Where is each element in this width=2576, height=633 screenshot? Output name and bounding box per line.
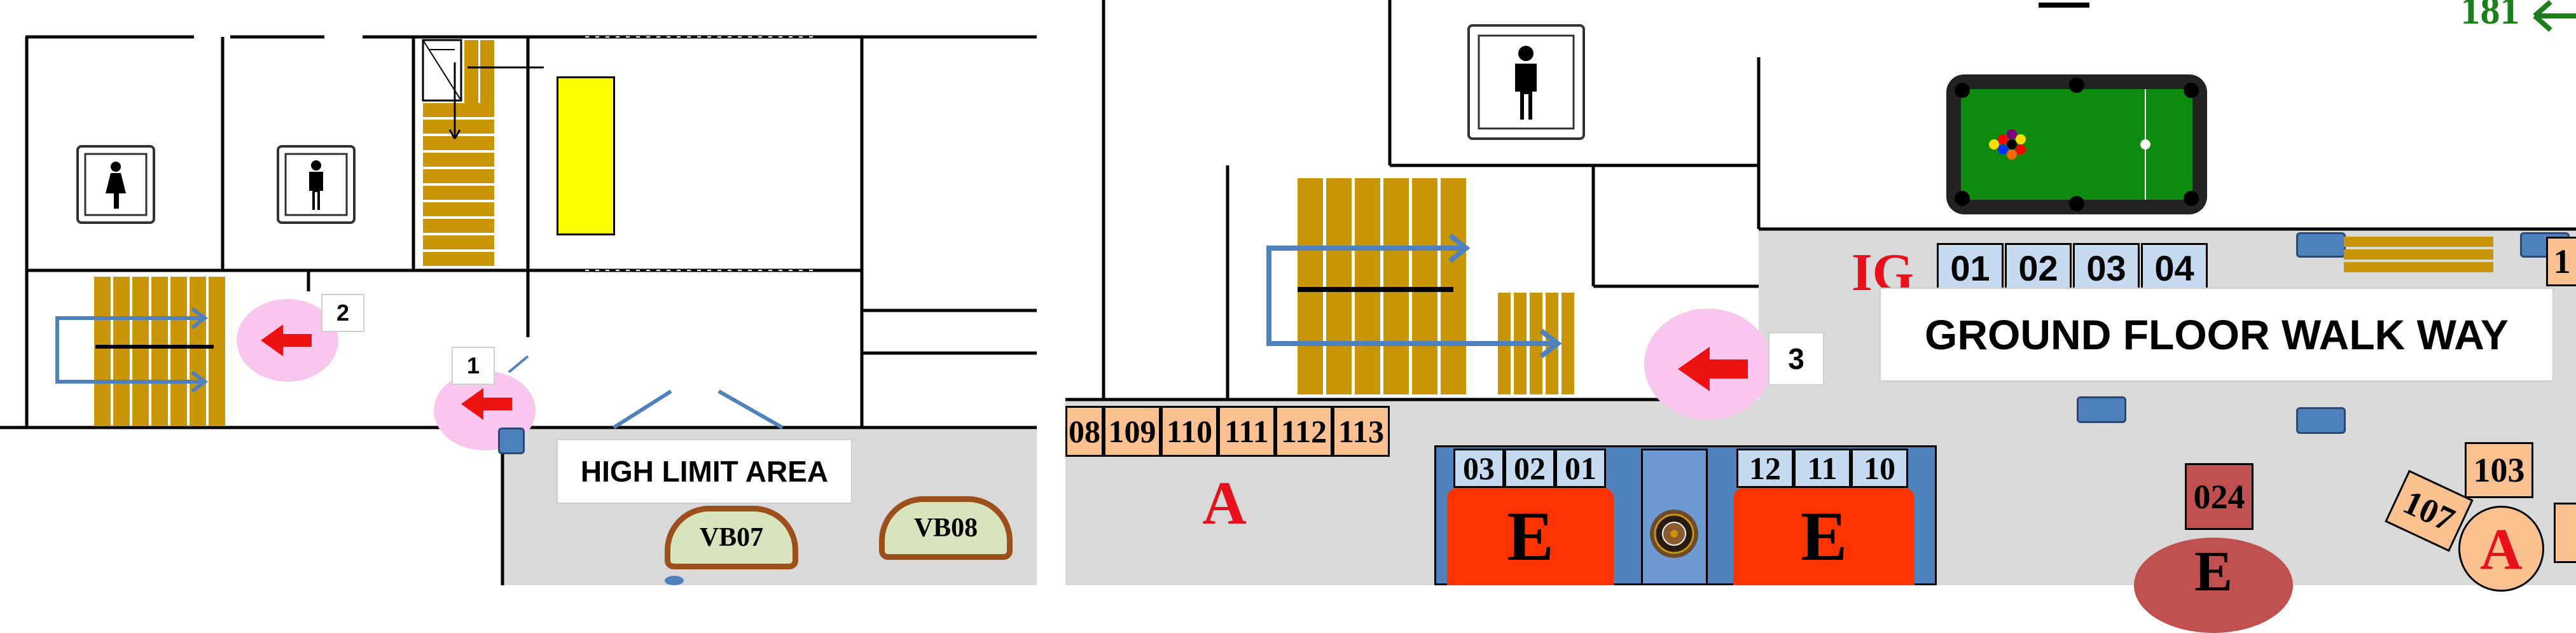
machine-tile-110: 110 <box>1161 406 1218 457</box>
ground-floor-walkway-label: GROUND FLOOR WALK WAY <box>1880 288 2554 382</box>
red-direction-arrow-icon <box>261 324 312 356</box>
machine-tile-111: 111 <box>1218 406 1275 457</box>
vip-booth-vb07: VB07 <box>665 506 798 569</box>
flow-arrow-icon <box>55 307 208 393</box>
e-seat-11: 11 <box>1794 449 1851 488</box>
high-limit-area-label: HIGH LIMIT AREA <box>557 439 852 504</box>
green-arrow-icon <box>2533 0 2576 32</box>
table-024-base: E <box>2134 538 2293 633</box>
male-restroom-icon <box>1467 24 1585 140</box>
panel-divider <box>1037 0 1065 585</box>
e-seat-02: 02 <box>1504 449 1555 488</box>
table-tile-03: 03 <box>2073 243 2140 293</box>
table-024: 024 <box>2185 463 2254 530</box>
stair-strip <box>2344 237 2493 272</box>
right-floorplan-panel: 181 3 IG 01 02 03 04 <box>1065 0 2576 633</box>
female-restroom-icon <box>76 145 155 224</box>
blue-marker-a <box>2296 232 2346 258</box>
table-tile-04: 04 <box>2141 243 2208 293</box>
marker-1: 1 <box>452 347 495 385</box>
red-direction-arrow-icon <box>1678 347 1748 391</box>
machine-tile-112: 112 <box>1275 406 1333 457</box>
table-tile-01: 01 <box>1937 243 2004 293</box>
zone-a-circle: A <box>2458 506 2544 592</box>
machine-tile-113: 113 <box>1333 406 1390 457</box>
table-103: 103 <box>2465 442 2533 498</box>
machine-tile-08: 08 <box>1065 406 1104 457</box>
vip-booth-edge <box>665 576 684 585</box>
table-tile-02: 02 <box>2005 243 2072 293</box>
machine-tile-109: 109 <box>1104 406 1161 457</box>
edge-tile-1: 1 <box>2546 237 2576 286</box>
code-181-label: 181 <box>2460 0 2520 32</box>
table-fragment <box>2554 503 2576 563</box>
male-restroom-icon <box>277 145 356 224</box>
stair-lower-left <box>55 277 225 426</box>
e-seat-12: 12 <box>1736 449 1794 488</box>
door-sensor <box>498 428 525 454</box>
vip-booth-vb08: VB08 <box>879 496 1013 560</box>
staircase-right <box>1266 178 1574 394</box>
zone-a-label-left: A <box>1202 468 1247 537</box>
marker-2: 2 <box>321 294 364 332</box>
e-table-left: E <box>1447 488 1614 585</box>
flow-arrow-icon <box>1266 233 1562 359</box>
e-table-right: E <box>1733 488 1915 585</box>
stair-up-left <box>422 39 544 266</box>
red-direction-arrow-icon <box>461 388 512 420</box>
e-seat-10: 10 <box>1851 449 1908 488</box>
marker-3: 3 <box>1768 332 1824 386</box>
blue-marker-d <box>2296 407 2346 434</box>
blue-marker-c <box>2077 396 2126 423</box>
left-floorplan-panel: 2 1 HIGH LIMIT AREA VB07 VB08 <box>0 0 1037 585</box>
e-seat-03: 03 <box>1453 449 1504 488</box>
yellow-block <box>557 76 615 235</box>
pool-table-icon <box>1946 74 2207 214</box>
roulette-icon <box>1650 510 1698 558</box>
e-seat-01: 01 <box>1555 449 1606 488</box>
